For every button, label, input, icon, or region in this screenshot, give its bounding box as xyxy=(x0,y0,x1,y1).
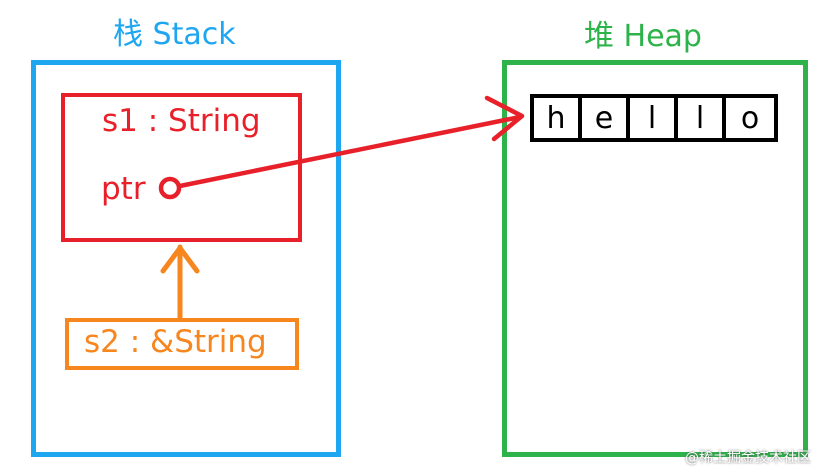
stack-title: 栈 Stack xyxy=(113,17,236,52)
heap-cell: l xyxy=(678,98,726,138)
reference-arrow-head xyxy=(160,245,200,274)
heap-cell: h xyxy=(534,98,582,138)
pointer-arrow-line xyxy=(167,114,523,191)
s2-box xyxy=(65,318,299,370)
pointer-arrow-head xyxy=(484,95,525,142)
pointer-dot xyxy=(158,176,182,200)
heap-cell: e xyxy=(582,98,630,138)
s1-label: s1 : String xyxy=(102,103,261,139)
s2-label: s2 : &String xyxy=(84,324,267,360)
heap-cell: l xyxy=(630,98,678,138)
ptr-label: ptr xyxy=(101,171,146,207)
heap-title: 堆 Heap xyxy=(584,19,702,54)
stack-panel xyxy=(31,60,341,457)
heap-cells: h e l l o xyxy=(530,94,778,142)
heap-cell: o xyxy=(740,100,760,136)
watermark: @稀土掘金技术社区 xyxy=(685,450,811,466)
s1-box xyxy=(61,93,302,242)
heap-panel xyxy=(502,60,808,457)
